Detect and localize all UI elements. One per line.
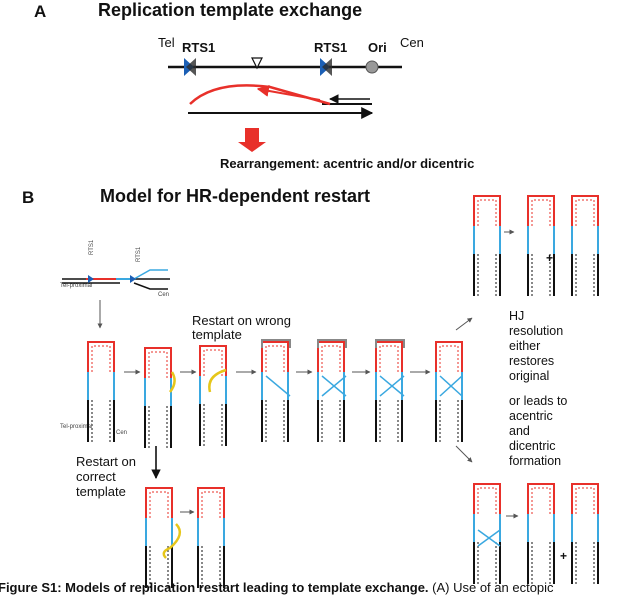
fork-row	[87, 317, 473, 463]
rts1-left-label: RTS1	[182, 40, 216, 55]
hj-line-1: HJ	[509, 309, 525, 323]
hj-line-3: either	[509, 339, 541, 353]
svg-text:+: +	[546, 251, 553, 265]
restart-correct-line3: template	[76, 484, 126, 499]
hj-line-4: restores	[509, 354, 555, 368]
restored-outcome-diagram: +	[473, 195, 599, 297]
panel-a-template-exchange	[188, 84, 374, 152]
rearranged-outcome-diagram: +	[473, 483, 599, 585]
hj-line-2: resolution	[509, 324, 564, 338]
hj-note: HJ resolution either restores original o…	[509, 309, 619, 469]
hj-line-8: acentric	[509, 409, 553, 423]
hj-line-5: original	[509, 369, 550, 383]
rts1-right-label: RTS1	[314, 40, 348, 55]
down-red-arrow-icon	[238, 128, 266, 152]
figure-caption: Figure S1: Models of replication restart…	[0, 580, 554, 595]
restart-wrong-line1: Restart on wrong	[192, 313, 291, 328]
small-cen-top: Cen	[158, 292, 170, 298]
panel-a-title: Replication template exchange	[98, 0, 363, 20]
panel-a-chromosome	[168, 57, 402, 76]
tel-label: Tel	[158, 35, 175, 50]
small-fork-diagram	[62, 269, 170, 329]
panel-b-letter: B	[22, 188, 35, 207]
cen-label: Cen	[400, 35, 424, 50]
caption-bold: Figure S1: Models of replication restart…	[0, 580, 429, 595]
ori-label: Ori	[368, 40, 387, 55]
restart-wrong-line2: template	[192, 327, 242, 342]
restart-correct-line2: correct	[76, 469, 116, 484]
small-cen-mid: Cen	[116, 430, 128, 436]
panel-b-title: Model for HR-dependent restart	[100, 186, 371, 206]
restart-correct-line1: Restart on	[76, 454, 136, 469]
hj-line-7: or leads to	[509, 394, 568, 408]
correct-restart-diagram	[145, 487, 225, 589]
hj-line-10: dicentric	[509, 439, 556, 453]
hj-line-11: formation	[509, 454, 562, 468]
small-tel-proximal-mid: Tel-proximal	[60, 424, 93, 430]
panel-a-letter: A	[34, 2, 47, 21]
hj-line-9: and	[509, 424, 530, 438]
caption-rest: (A) Use of an ectopic	[428, 580, 554, 595]
small-tel-proximal-top: Tel-proximal	[60, 283, 93, 289]
svg-text:+: +	[560, 549, 567, 563]
rearrangement-text: Rearrangement: acentric and/or dicentric	[220, 156, 475, 171]
